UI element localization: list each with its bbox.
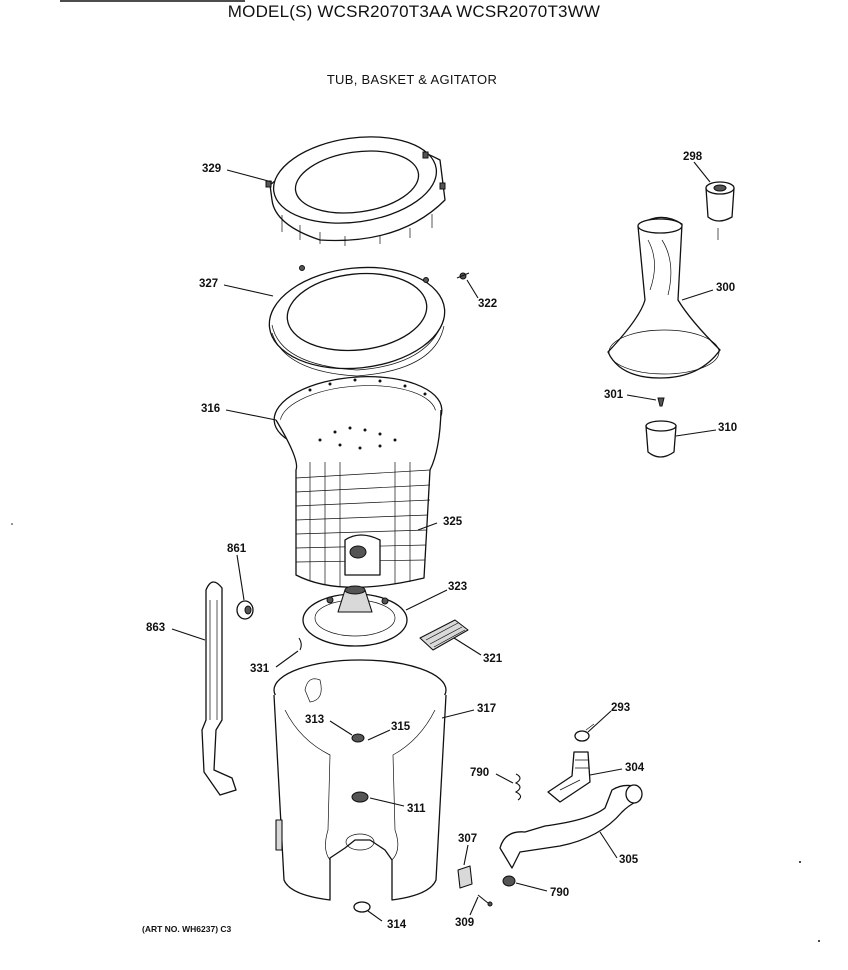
balance-ring-part-327 — [268, 265, 446, 377]
label-305: 305 — [619, 854, 639, 866]
drain-hose-part-863 — [201, 581, 237, 796]
label-307: 307 — [458, 833, 477, 845]
label-300: 300 — [716, 282, 735, 294]
wash-basket-part-316 — [273, 375, 443, 588]
label-293: 293 — [611, 702, 630, 714]
clamp-part-293 — [574, 723, 595, 742]
label-322: 322 — [478, 298, 497, 310]
label-325: 325 — [443, 516, 463, 528]
label-315: 315 — [391, 721, 411, 733]
pump-hose-part-305 — [499, 784, 643, 869]
tub-cover-part-329 — [265, 136, 446, 246]
label-331: 331 — [250, 663, 270, 675]
agitator-base-part-310 — [645, 420, 677, 458]
model-number-header: MODEL(S) WCSR2070T3AA WCSR2070T3WW — [227, 2, 601, 21]
cover-plate-part-321 — [419, 619, 469, 651]
clamp-part-790-lower — [502, 875, 516, 887]
label-314: 314 — [387, 919, 407, 931]
label-304: 304 — [625, 762, 645, 774]
spring-part-790-upper — [514, 773, 522, 801]
section-title: TUB, BASKET & AGITATOR — [326, 72, 498, 87]
label-790-lower: 790 — [550, 887, 569, 899]
outer-tub-part-317 — [273, 659, 447, 901]
hose-bracket-part-861 — [236, 600, 254, 620]
label-310: 310 — [718, 422, 737, 434]
label-863: 863 — [146, 622, 165, 634]
label-321: 321 — [483, 653, 503, 665]
label-323: 323 — [448, 581, 467, 593]
label-316: 316 — [201, 403, 220, 415]
clip-part-331 — [298, 637, 302, 651]
label-298: 298 — [683, 151, 703, 163]
label-790-upper: 790 — [470, 767, 489, 779]
label-317: 317 — [477, 703, 496, 715]
basket-hub-part-323 — [302, 585, 408, 647]
label-313: 313 — [305, 714, 324, 726]
screw-part-322 — [456, 272, 470, 280]
label-327: 327 — [199, 278, 218, 290]
label-311: 311 — [407, 803, 426, 815]
label-329: 329 — [202, 163, 221, 175]
agitator-cap-part-298 — [705, 181, 735, 240]
art-number-footer: (ART NO. WH6237) C3 — [142, 924, 232, 934]
label-301: 301 — [604, 389, 624, 401]
bracket-part-307 — [457, 865, 473, 889]
ring-part-314 — [353, 901, 371, 913]
label-861: 861 — [227, 543, 247, 555]
agitator-bolt-part-301 — [657, 397, 665, 407]
label-309: 309 — [455, 917, 474, 929]
screw-part-309 — [477, 894, 493, 907]
agitator-part-300 — [607, 216, 721, 379]
leader-lines — [171, 161, 717, 922]
hose-part-304 — [547, 751, 591, 803]
